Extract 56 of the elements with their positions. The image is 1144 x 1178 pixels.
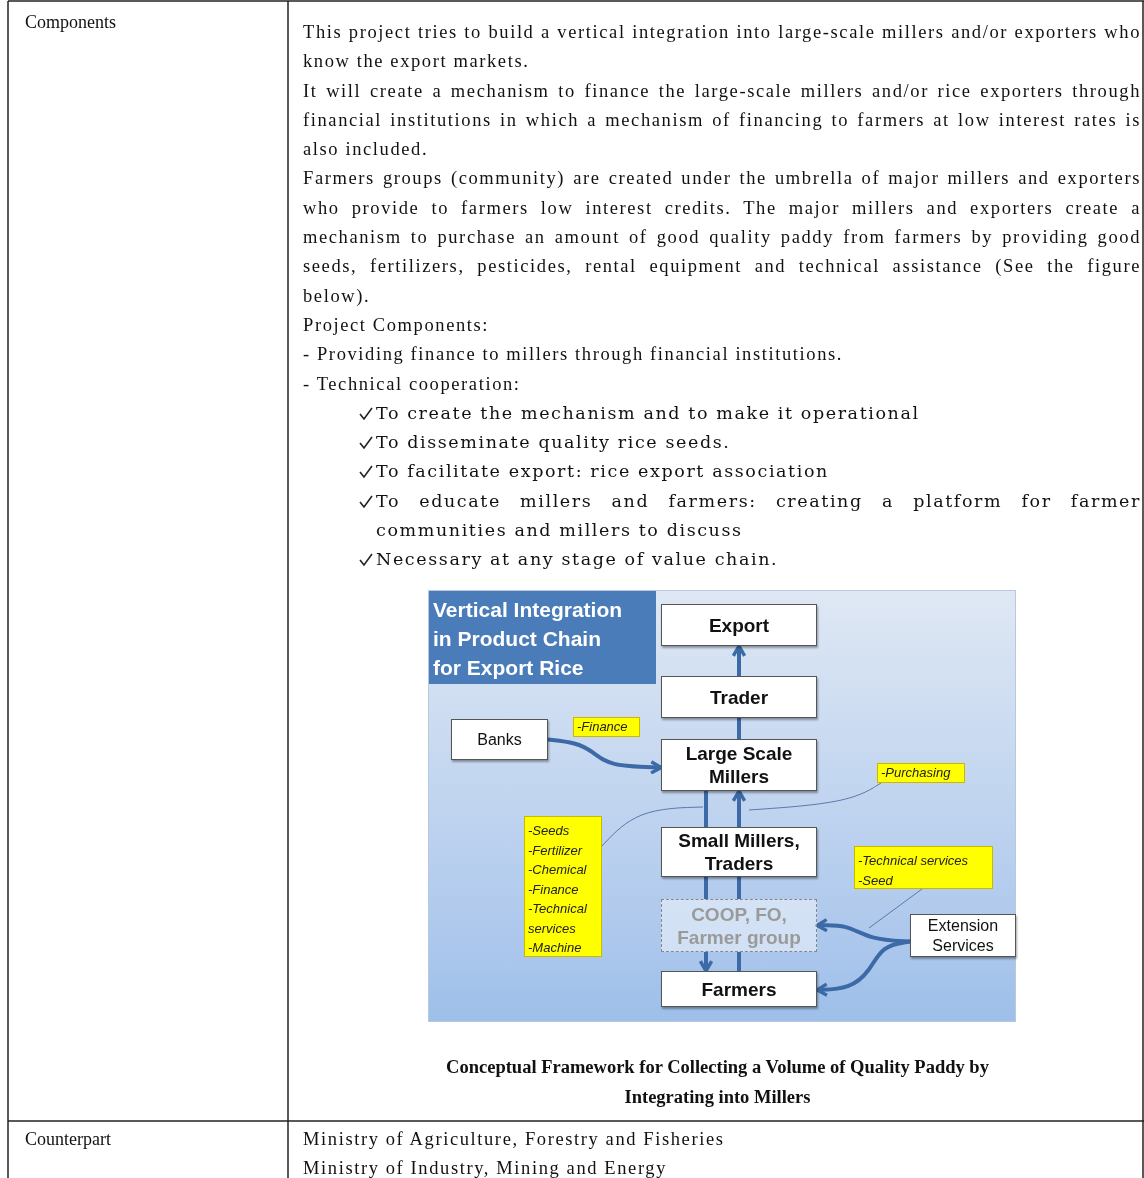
checklist-item: To disseminate quality rice seeds. (376, 432, 731, 453)
node-label: Trader (709, 685, 769, 709)
leader-line (868, 888, 923, 929)
process-box (661, 604, 817, 646)
node-label: Export (708, 613, 770, 637)
node-label: -Finance (528, 880, 579, 899)
node-label: Small Millers, Traders (677, 829, 801, 875)
text-line: - Providing finance to millers through financial institutions. (303, 343, 845, 367)
process-box (661, 676, 817, 718)
node-label: COOP, FO, Farmer group (676, 902, 802, 949)
node-label: -Purchasing (881, 765, 951, 781)
note-tag (524, 816, 602, 957)
node-label: -Finance (577, 719, 628, 735)
group-box (661, 899, 817, 952)
leader-line (748, 782, 882, 811)
process-box (661, 739, 817, 791)
note-tag (854, 846, 993, 889)
checklist-item: Necessary at any stage of value chain. (376, 549, 779, 570)
node-label: -Fertilizer (528, 841, 583, 860)
note-tag (573, 717, 640, 737)
arrow (698, 952, 714, 973)
row-heading: Components (25, 11, 116, 34)
checklist-item: To educate millers and farmers: creating a platform for farmer communities and millers to discuss (376, 490, 1141, 541)
note-tag (877, 763, 965, 783)
arrow (815, 917, 911, 944)
arrow (731, 644, 747, 676)
process-box (661, 827, 817, 877)
row-heading: Counterpart (25, 1128, 111, 1151)
text-line: Ministry of Agriculture, Forestry and Fisheries (303, 1128, 726, 1151)
node-label: Extension Services (926, 915, 1000, 956)
node-label: -Chemical (528, 861, 587, 879)
entity-box (910, 914, 1016, 957)
paragraph: This project tries to build a vertical integration into large-scale millers and/or exporters who know the export markets. (303, 21, 1141, 74)
node-label: -Seed (858, 871, 893, 890)
node-label: Farmers (701, 977, 777, 1001)
node-label: -Machine (528, 939, 582, 957)
node-label: Large Scale Millers (684, 742, 794, 788)
node-label: Banks (477, 729, 522, 750)
text-line: Project Components: (303, 313, 491, 337)
process-box (661, 971, 817, 1007)
checklist-item: To create the mechanism and to make it operational (376, 402, 920, 423)
text-line: - Technical cooperation: (303, 372, 522, 396)
figure-caption: Conceptual Framework for Collecting a Volume of Quality Paddy by Integrating into Millers (445, 1056, 990, 1109)
figure-title: Vertical Integration in Product Chain for Export Rice (429, 591, 656, 684)
leader-line (601, 806, 704, 847)
entity-box (451, 719, 548, 760)
arrow (731, 789, 747, 827)
node-label: -Technical services (528, 900, 588, 938)
text-line: Ministry of Industry, Mining and Energy (303, 1157, 669, 1178)
paragraph: Farmers groups (community) are created under the umbrella of major millers and exporters who provide to farmers low interest credits. The major millers and exporters create a mechanism to purchase an amount of good quality paddy from farmers by providing good seeds, fertilizers, pesticides, rental equipment and technical assistance (See the figure below). (303, 167, 1141, 308)
arrow (547, 737, 663, 775)
checklist-item: To facilitate export: rice export association (376, 461, 829, 482)
node-label: -Technical services (858, 852, 969, 870)
node-label: -Seeds (528, 822, 570, 840)
arrow (815, 939, 911, 997)
paragraph: It will create a mechanism to finance the large-scale millers and/or rice exporters through financial institutions in which a mechanism of financing to farmers at low interest rates is also included. (303, 79, 1141, 162)
